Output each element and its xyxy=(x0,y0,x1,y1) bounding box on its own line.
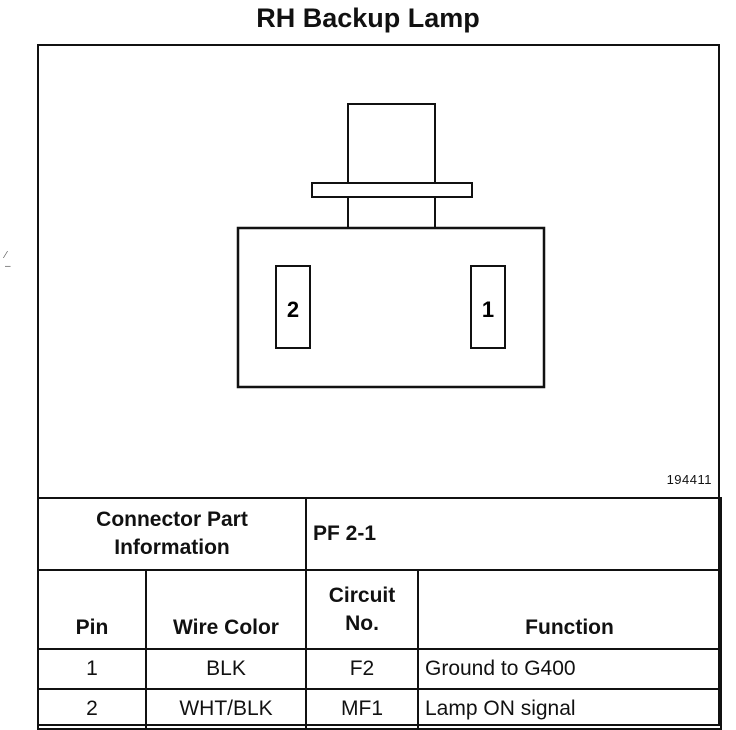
cell-circuit: F2 xyxy=(305,648,419,690)
part-info-label: Connector Part Information xyxy=(37,497,307,571)
table-header-row: Pin Wire Color Circuit No. Function xyxy=(37,569,722,650)
table-row: 1 BLK F2 Ground to G400 xyxy=(37,648,722,690)
connector-flange xyxy=(311,182,473,198)
table-row: 2 WHT/BLK MF1 Lamp ON signal xyxy=(37,688,722,730)
diagram-title: RH Backup Lamp xyxy=(256,3,480,33)
header-wire-color: Wire Color xyxy=(145,569,307,650)
part-info-row: Connector Part Information PF 2-1 xyxy=(37,497,722,571)
cell-pin: 2 xyxy=(37,688,147,730)
connector-drawing: 2 1 xyxy=(236,103,546,389)
connector-neck xyxy=(347,196,436,230)
margin-mark: ⁄– xyxy=(5,250,11,272)
header-circuit: Circuit No. xyxy=(305,569,419,650)
cell-function: Lamp ON signal xyxy=(417,688,722,730)
connector-info-table: Connector Part Information PF 2-1 Pin Wi… xyxy=(37,497,722,730)
figure-number: 194411 xyxy=(666,472,712,487)
pin-cavity-2 xyxy=(275,265,311,349)
cell-wire-color: WHT/BLK xyxy=(145,688,307,730)
cell-function: Ground to G400 xyxy=(417,648,722,690)
cell-pin: 1 xyxy=(37,648,147,690)
part-info-value: PF 2-1 xyxy=(305,497,722,571)
pin-label-1: 1 xyxy=(482,297,494,322)
header-function: Function xyxy=(417,569,722,650)
cell-circuit: MF1 xyxy=(305,688,419,730)
connector-tab xyxy=(347,103,436,188)
pin-cavity-1 xyxy=(470,265,506,349)
header-pin: Pin xyxy=(37,569,147,650)
pin-label-2: 2 xyxy=(287,297,299,322)
cell-wire-color: BLK xyxy=(145,648,307,690)
diagram-frame: 2 1 194411 Connector Part Information PF… xyxy=(37,44,722,730)
